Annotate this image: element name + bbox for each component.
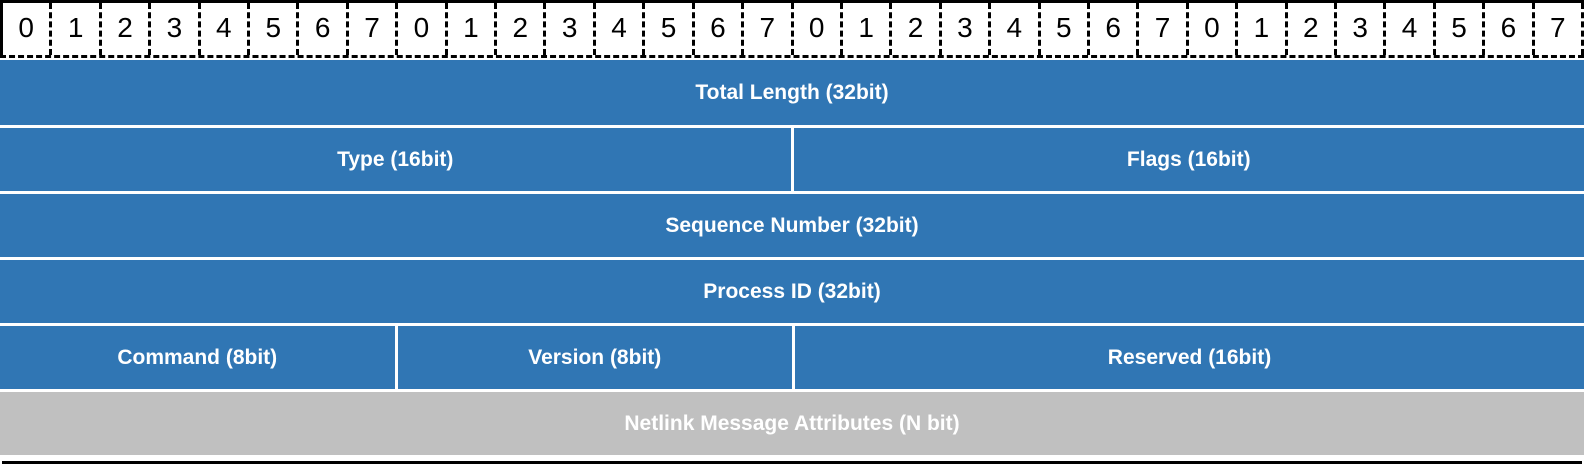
bit-number-cell: 4 [201,3,251,55]
bit-number-cell: 1 [1238,3,1288,55]
bit-number-cell: 7 [349,3,399,55]
bit-number-cell: 3 [1337,3,1387,55]
field-total-length: Total Length (32bit) [0,60,1584,125]
field-netlink-message-attributes: Netlink Message Attributes (N bit) [0,392,1584,455]
bit-number-cell: 4 [991,3,1041,55]
process-id-row: Process ID (32bit) [0,260,1584,323]
bit-number-cell: 6 [695,3,745,55]
bit-number-cell: 2 [892,3,942,55]
bit-number-cell: 2 [1288,3,1337,55]
bit-number-cell: 6 [299,3,349,55]
bit-number-cell: 5 [250,3,300,55]
total-length-row: Total Length (32bit) [0,60,1584,125]
bit-number-cell: 1 [843,3,893,55]
bit-number-cell: 2 [497,3,547,55]
field-sequence-number: Sequence Number (32bit) [0,194,1584,257]
sequence-number-row: Sequence Number (32bit) [0,194,1584,257]
bit-number-cell: 0 [398,3,448,55]
bit-number-cell: 7 [1139,3,1189,55]
field-process-id: Process ID (32bit) [0,260,1584,323]
bit-number-cell: 3 [942,3,992,55]
bottom-border-rule [2,461,1582,464]
bit-number-cell: 7 [744,3,794,55]
field-type: Type (16bit) [0,128,791,191]
field-reserved: Reserved (16bit) [795,326,1584,389]
bit-number-cell: 0 [794,3,843,55]
bit-number-cell: 1 [448,3,498,55]
bit-number-cell: 0 [1189,3,1239,55]
bit-number-cell: 6 [1090,3,1140,55]
field-flags: Flags (16bit) [793,128,1584,191]
bit-number-cell: 3 [151,3,201,55]
bit-number-cell: 6 [1485,3,1535,55]
bit-number-cell: 5 [1041,3,1090,55]
bit-number-cell: 0 [3,3,53,55]
bit-number-cell: 4 [596,3,646,55]
type-flags-row: Type (16bit)Flags (16bit) [0,128,1584,191]
bit-number-cell: 4 [1386,3,1436,55]
field-rows: Total Length (32bit)Type (16bit)Flags (1… [0,60,1584,455]
bit-number-cell: 3 [546,3,596,55]
bit-number-cell: 7 [1535,3,1584,55]
bit-number-cell: 2 [102,3,152,55]
bit-number-cell: 5 [1436,3,1486,55]
bit-number-cell: 1 [52,3,102,55]
attributes-row: Netlink Message Attributes (N bit) [0,392,1584,455]
command-version-reserved-row: Command (8bit)Version (8bit)Reserved (16… [0,326,1584,389]
field-version: Version (8bit) [397,326,792,389]
bit-number-cell: 5 [645,3,695,55]
field-command: Command (8bit) [0,326,395,389]
